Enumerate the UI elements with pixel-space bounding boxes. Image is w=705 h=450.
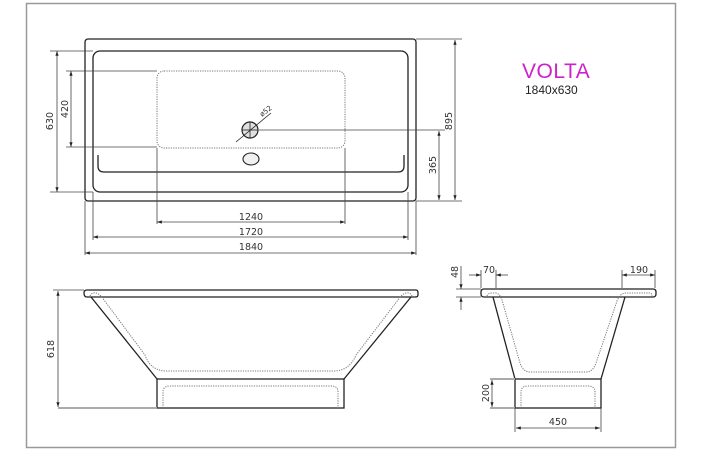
dim-895: 895 — [444, 112, 455, 130]
overflow-icon — [242, 152, 260, 166]
dim-48: 48 — [450, 266, 461, 278]
dim-618: 618 — [46, 340, 57, 358]
dim-630: 630 — [45, 112, 56, 130]
dim-drain-diameter: ø52 — [258, 104, 273, 118]
dim-1840: 1840 — [239, 242, 263, 253]
side-view-dimensions: 618 — [46, 289, 84, 407]
top-view — [84, 38, 445, 202]
side-view — [58, 289, 419, 409]
dim-365: 365 — [428, 156, 439, 174]
drawing-frame — [25, 2, 677, 449]
dim-420: 420 — [60, 100, 71, 118]
product-size: 1840x630 — [525, 83, 578, 97]
dim-1240: 1240 — [239, 212, 263, 223]
drain-icon — [235, 112, 272, 143]
dim-200: 200 — [481, 384, 492, 402]
dim-1720: 1720 — [239, 227, 263, 238]
dim-190: 190 — [630, 265, 648, 276]
end-view — [480, 288, 657, 409]
dim-450: 450 — [549, 417, 567, 428]
dim-70: 70 — [483, 265, 495, 276]
product-name: VOLTA — [522, 60, 591, 83]
end-view-dimensions: 48 70 190 200 450 — [450, 265, 656, 432]
